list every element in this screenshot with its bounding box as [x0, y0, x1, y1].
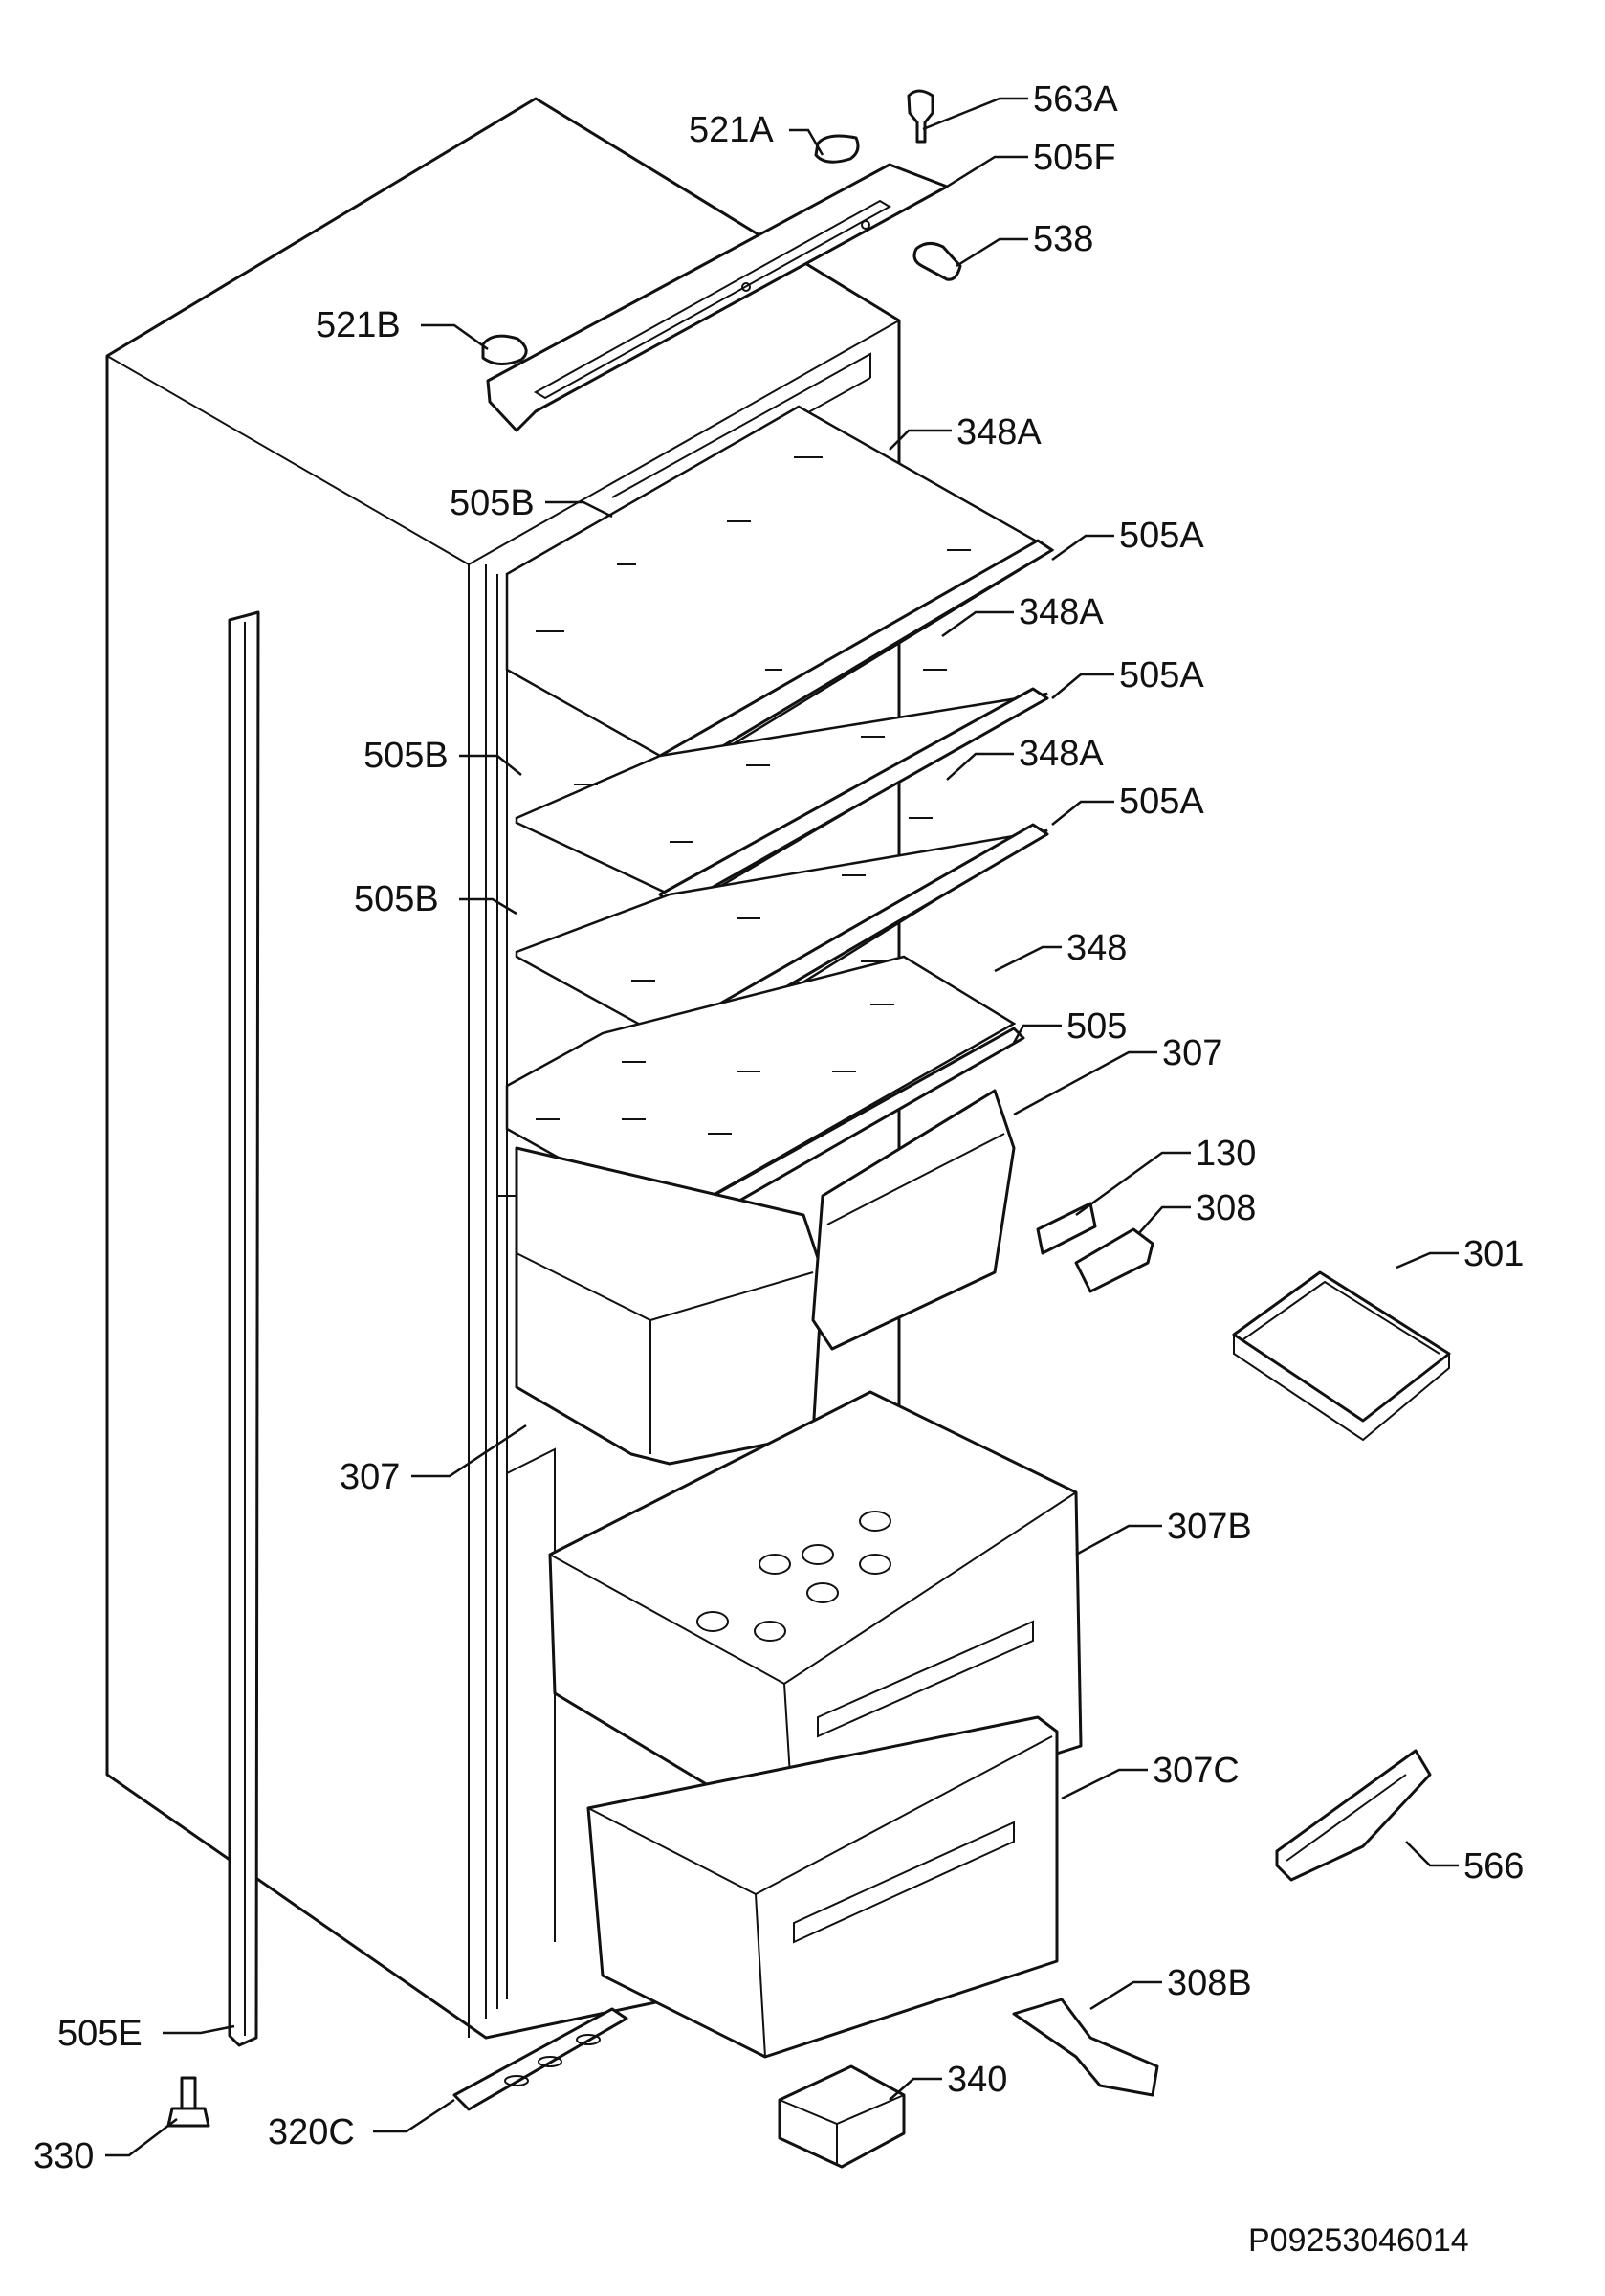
label-505b-2: 505B [363, 736, 449, 776]
freezer-drawer-307b [548, 1390, 1083, 1839]
label-505a-2: 505A [1119, 655, 1204, 695]
block-340 [778, 2064, 906, 2169]
label-521b: 521B [316, 305, 401, 345]
label-521a: 521A [689, 110, 774, 150]
knob-563a [907, 89, 934, 144]
label-566: 566 [1463, 1846, 1524, 1887]
part-130 [1036, 1202, 1097, 1255]
label-505b-1: 505B [450, 483, 535, 523]
label-348a-3: 348A [1019, 734, 1104, 774]
cap-521a [814, 134, 860, 164]
label-330: 330 [33, 2136, 94, 2176]
label-348a-2: 348A [1019, 592, 1104, 632]
part-308 [1074, 1227, 1154, 1293]
ice-scoop-566 [1275, 1749, 1432, 1882]
label-307c: 307C [1153, 1751, 1240, 1791]
hinge-308b [1012, 1998, 1159, 2097]
reference-code: P09253046014 [1248, 2222, 1469, 2259]
cap-521b [481, 334, 528, 365]
leader-lines [105, 97, 1459, 2157]
glass-shelf-2 [515, 669, 1049, 911]
label-308: 308 [1196, 1188, 1256, 1228]
top-hinge-bar-505f [486, 163, 949, 432]
drawer-307-left [515, 1146, 824, 1466]
label-348: 348 [1066, 928, 1127, 968]
label-505b-3: 505B [354, 879, 439, 919]
glass-shelf-4 [497, 955, 1025, 1236]
label-301: 301 [1463, 1234, 1524, 1274]
screw-330 [166, 2076, 210, 2128]
label-505a-3: 505A [1119, 782, 1204, 822]
label-320c: 320C [268, 2112, 355, 2152]
drawer-307-right [811, 1089, 1016, 1351]
label-307-top: 307 [1162, 1033, 1222, 1073]
label-340: 340 [947, 2060, 1007, 2100]
freezer-drawer-307c [586, 1715, 1059, 2059]
label-505e: 505E [57, 2014, 143, 2054]
label-563a: 563A [1033, 79, 1118, 120]
rail-320c [452, 2007, 628, 2111]
label-130: 130 [1196, 1134, 1256, 1174]
label-348a-1: 348A [956, 412, 1042, 453]
ice-tray-301 [1232, 1270, 1451, 1442]
label-307b: 307B [1167, 1507, 1252, 1547]
label-505a-1: 505A [1119, 516, 1204, 556]
label-538: 538 [1033, 219, 1093, 259]
label-505: 505 [1066, 1006, 1127, 1047]
label-505f: 505F [1033, 138, 1116, 178]
label-308b: 308B [1167, 1963, 1252, 2003]
hinge-part-538 [912, 242, 962, 281]
label-307-left: 307 [340, 1457, 400, 1497]
door-seal-505e [228, 610, 260, 2047]
